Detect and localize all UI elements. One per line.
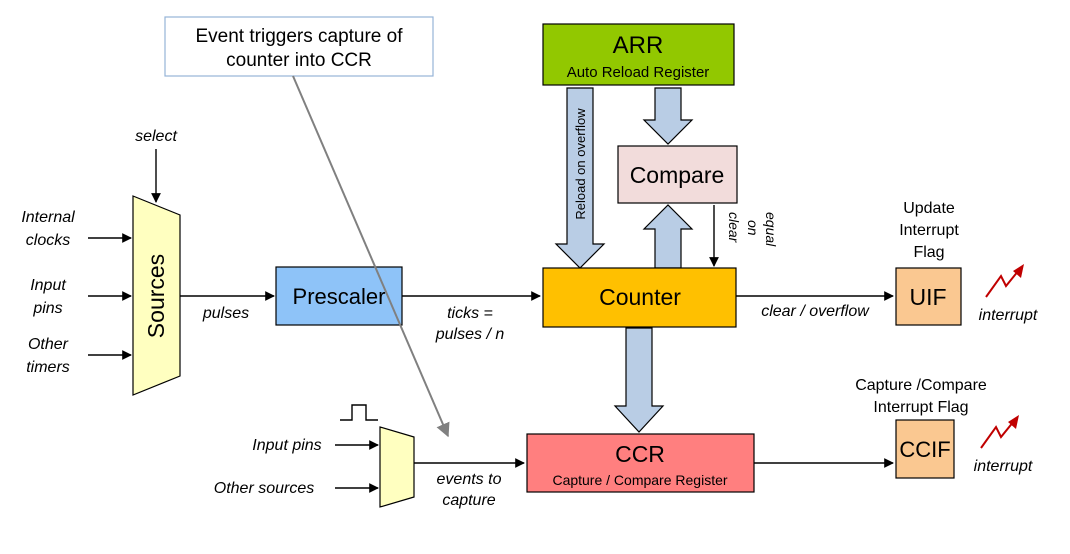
callout-line2: counter into CCR — [226, 50, 372, 71]
callout-line1: Event triggers capture of — [196, 26, 404, 47]
ticks-label-line1: ticks = — [447, 305, 493, 322]
ccif-interrupt-arrowhead-icon — [1008, 415, 1019, 429]
counter-to-ccr-arrow — [613, 327, 665, 433]
clear-on-equal-word-3: equal — [763, 212, 779, 247]
clear-on-equal-word-2: on — [745, 220, 761, 236]
callout-box — [164, 16, 434, 77]
input-pins-line1: Input — [30, 277, 66, 294]
arr-title: ARR — [613, 32, 664, 59]
ccif-interrupt-zigzag-icon — [980, 420, 1015, 449]
compare-box — [617, 145, 738, 204]
ccif-caption-line2: Interrupt Flag — [873, 399, 968, 416]
uif-caption-line1: Update — [903, 200, 955, 217]
prescaler-box — [275, 266, 403, 326]
compare-label: Compare — [630, 162, 725, 188]
uif-interrupt-zigzag-icon — [985, 269, 1020, 298]
ccif-interrupt-label: interrupt — [974, 458, 1033, 475]
uif-caption-line3: Flag — [913, 244, 944, 261]
sources-mux — [132, 195, 181, 396]
ccr-title: CCR — [615, 441, 665, 467]
prescaler-label: Prescaler — [293, 284, 386, 309]
pulses-label: pulses — [202, 305, 249, 322]
clear-on-equal-word-1: clear — [726, 212, 742, 244]
ticks-label-line2: pulses / n — [435, 326, 505, 343]
select-label: select — [135, 128, 177, 145]
events-label-line1: events to — [437, 471, 502, 488]
counter-to-compare-arrow — [642, 204, 694, 269]
uif-interrupt-arrowhead-icon — [1013, 264, 1024, 278]
reload-on-overflow-arrow — [554, 87, 606, 269]
counter-label: Counter — [599, 284, 681, 310]
capture-input-pins-label: Input pins — [252, 437, 321, 454]
ccif-label: CCIF — [899, 437, 950, 462]
arr-to-compare-arrow — [642, 87, 694, 145]
input-internal-clocks-line2: clocks — [26, 232, 70, 249]
ccif-caption-line1: Capture /Compare — [855, 377, 987, 394]
counter-box — [542, 267, 737, 328]
input-internal-clocks-line1: Internal — [21, 209, 75, 226]
input-pins-line2: pins — [32, 300, 62, 317]
pulse-waveform-icon — [340, 404, 378, 421]
uif-label: UIF — [909, 284, 946, 310]
uif-caption-line2: Interrupt — [899, 222, 959, 239]
input-other-timers-line1: Other — [28, 336, 69, 353]
uif-box — [895, 267, 962, 326]
input-other-timers-line2: timers — [26, 359, 70, 376]
ccif-box — [895, 419, 955, 479]
ccr-subtitle: Capture / Compare Register — [552, 472, 727, 488]
events-label-line2: capture — [442, 492, 495, 509]
capture-other-sources-label: Other sources — [214, 480, 314, 497]
uif-interrupt-label: interrupt — [979, 307, 1038, 324]
capture-mux — [379, 426, 415, 508]
reload-on-overflow-label: Reload on overflow — [573, 108, 588, 220]
callout-pointer — [292, 75, 450, 438]
arr-box — [542, 23, 735, 86]
arr-subtitle: Auto Reload Register — [567, 64, 710, 81]
sources-label: Sources — [143, 254, 169, 338]
clear-overflow-label: clear / overflow — [761, 303, 870, 320]
